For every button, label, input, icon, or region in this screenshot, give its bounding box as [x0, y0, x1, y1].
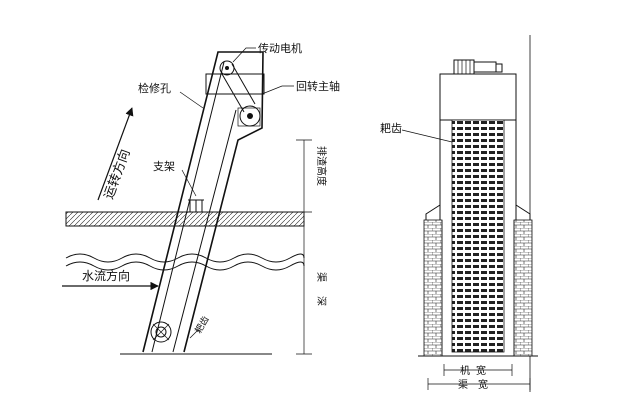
drive-belt [221, 63, 256, 113]
label-drive-motor: 传动电机 [258, 41, 302, 55]
leader-rake-front [401, 129, 453, 143]
leader-rake [189, 329, 199, 339]
front-motor [453, 59, 475, 75]
rake-teeth-grid [451, 119, 505, 353]
label-channel-width: 渠宽 [458, 378, 498, 391]
dimension-channel-width [427, 378, 531, 390]
dimension-depth [296, 226, 312, 355]
label-inspection-hole: 检修孔 [138, 81, 171, 95]
bottom-sprocket [150, 321, 172, 343]
front-view: 耙齿 机宽 渠宽 [380, 59, 538, 391]
water-surface-break [65, 253, 305, 263]
front-head [439, 73, 517, 121]
label-rake-teeth: 耙齿 [380, 122, 402, 135]
label-machine-width: 机宽 [460, 364, 492, 377]
label-rotation-direction: 运转方向 [101, 147, 134, 201]
rotation-arrow [97, 107, 134, 201]
support-bracket [188, 199, 204, 212]
brick-wall-right [513, 219, 533, 357]
brick-wall-left [423, 219, 443, 357]
label-channel-depth: 渠深 [315, 272, 327, 320]
leader-shaft [261, 85, 294, 95]
label-main-shaft: 回转主轴 [296, 79, 340, 93]
side-view: 传动电机 回转主轴 检修孔 支架 运转方向 水流方向 耙齿 排渣高度 渠深 [62, 41, 340, 355]
screen-frame [142, 51, 264, 353]
leader-bracket [181, 169, 197, 197]
label-bracket: 支架 [153, 160, 175, 173]
leader-motor [232, 47, 256, 63]
dimension-discharge [296, 139, 312, 213]
dimension-machine-width [443, 364, 513, 376]
front-wings [425, 204, 531, 220]
head-box [205, 73, 265, 95]
screen-frame-inner [151, 61, 237, 353]
leader-inspection [179, 91, 204, 109]
label-discharge-height: 排渣高度 [315, 146, 328, 186]
label-rake-teeth-side: 耙齿 [193, 314, 212, 335]
label-water-flow-direction: 水流方向 [82, 268, 130, 283]
